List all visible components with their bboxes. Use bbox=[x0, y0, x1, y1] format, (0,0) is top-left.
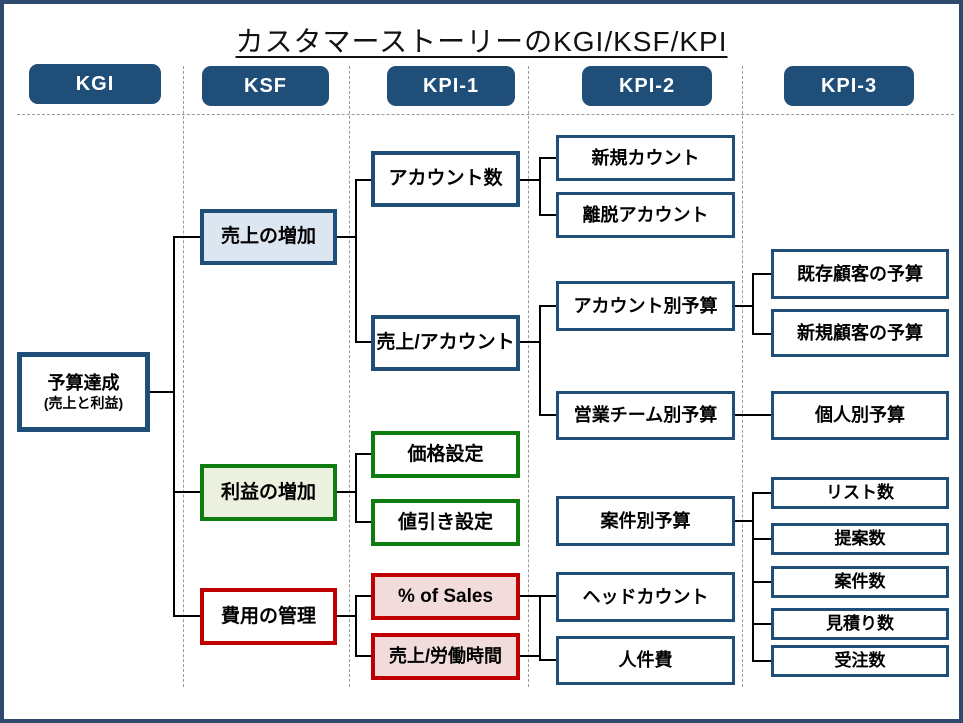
node-kpi1-pricing: 価格設定 bbox=[371, 431, 520, 478]
diagram-title: カスタマーストーリーのKGI/KSF/KPI bbox=[235, 26, 728, 57]
node-kpi2-labor-cost: 人件費 bbox=[556, 636, 735, 685]
node-kpi2-churned-accounts: 離脱アカウント bbox=[556, 192, 735, 238]
connector-line bbox=[735, 305, 754, 307]
node-ksf-cost-management: 費用の管理 bbox=[200, 588, 337, 645]
connector-line bbox=[173, 236, 200, 238]
node-ksf-profit-increase: 利益の増加 bbox=[200, 464, 337, 521]
connector-line bbox=[539, 305, 541, 416]
connector-line bbox=[355, 453, 357, 523]
connector-line bbox=[539, 305, 556, 307]
node-kpi3-proposal-count: 提案数 bbox=[771, 523, 949, 555]
header-divider bbox=[17, 114, 954, 115]
node-kpi3-existing-customer-budget: 既存顧客の予算 bbox=[771, 249, 949, 299]
connector-line bbox=[520, 655, 541, 657]
connector-line bbox=[337, 615, 357, 617]
connector-line bbox=[173, 615, 200, 617]
connector-line bbox=[355, 595, 371, 597]
node-kpi3-deal-count: 案件数 bbox=[771, 566, 949, 598]
connector-line bbox=[355, 453, 371, 455]
node-ksf-sales-increase: 売上の増加 bbox=[200, 209, 337, 265]
column-divider bbox=[349, 66, 350, 687]
connector-line bbox=[355, 179, 371, 181]
connector-line bbox=[752, 273, 754, 335]
connector-line bbox=[520, 179, 541, 181]
node-kpi2-budget-by-account: アカウント別予算 bbox=[556, 281, 735, 331]
node-kpi3-order-count: 受注数 bbox=[771, 645, 949, 677]
node-kpi1-sales-per-account: 売上/アカウント bbox=[371, 315, 520, 371]
node-kpi2-new-accounts: 新規カウント bbox=[556, 135, 735, 181]
connector-line bbox=[735, 520, 754, 522]
node-kpi3-list-count: リスト数 bbox=[771, 477, 949, 509]
connector-line bbox=[173, 491, 200, 493]
connector-line bbox=[752, 273, 771, 275]
node-kpi2-headcount: ヘッドカウント bbox=[556, 572, 735, 622]
connector-line bbox=[752, 492, 771, 494]
connector-line bbox=[173, 236, 175, 617]
connector-line bbox=[539, 157, 541, 216]
node-kpi1-sales-per-labor-hour: 売上/労働時間 bbox=[371, 633, 520, 680]
connector-line bbox=[355, 341, 371, 343]
connector-line bbox=[539, 659, 556, 661]
node-kpi3-quote-count: 見積り数 bbox=[771, 608, 949, 640]
connector-line bbox=[337, 236, 357, 238]
connector-line bbox=[150, 391, 175, 393]
column-divider bbox=[528, 66, 529, 687]
connector-line bbox=[539, 157, 556, 159]
connector-line bbox=[752, 333, 771, 335]
connector-line bbox=[539, 214, 556, 216]
connector-line bbox=[337, 491, 357, 493]
column-header-kgi: KGI bbox=[29, 64, 161, 104]
node-kpi3-personal-budget: 個人別予算 bbox=[771, 391, 949, 440]
connector-line bbox=[752, 623, 771, 625]
node-kpi2-budget-by-sales-team: 営業チーム別予算 bbox=[556, 391, 735, 440]
connector-line bbox=[355, 595, 357, 657]
node-kpi1-account-count: アカウント数 bbox=[371, 151, 520, 207]
node-kpi1-percent-of-sales: % of Sales bbox=[371, 573, 520, 620]
column-header-kpi3: KPI-3 bbox=[784, 66, 914, 106]
column-header-ksf: KSF bbox=[202, 66, 329, 106]
connector-line bbox=[539, 414, 556, 416]
column-header-kpi1: KPI-1 bbox=[387, 66, 515, 106]
connector-line bbox=[355, 521, 371, 523]
node-kpi3-new-customer-budget: 新規顧客の予算 bbox=[771, 309, 949, 357]
node-kpi2-budget-by-deal: 案件別予算 bbox=[556, 496, 735, 546]
connector-line bbox=[752, 581, 771, 583]
connector-line bbox=[752, 660, 771, 662]
connector-line bbox=[752, 492, 754, 662]
node-sublabel: (売上と利益) bbox=[43, 395, 124, 412]
connector-line bbox=[520, 341, 541, 343]
node-kpi1-discount-setting: 値引き設定 bbox=[371, 499, 520, 546]
column-header-kpi2: KPI-2 bbox=[582, 66, 712, 106]
connector-line bbox=[355, 655, 371, 657]
connector-line bbox=[752, 538, 771, 540]
column-divider bbox=[183, 66, 184, 687]
connector-line bbox=[735, 414, 771, 416]
connector-line bbox=[539, 595, 541, 661]
connector-line bbox=[520, 595, 556, 597]
column-divider bbox=[742, 66, 743, 687]
connector-line bbox=[355, 179, 357, 343]
node-label: 予算達成 bbox=[47, 372, 120, 393]
node-kgi-budget-achievement: 予算達成 (売上と利益) bbox=[17, 352, 150, 432]
